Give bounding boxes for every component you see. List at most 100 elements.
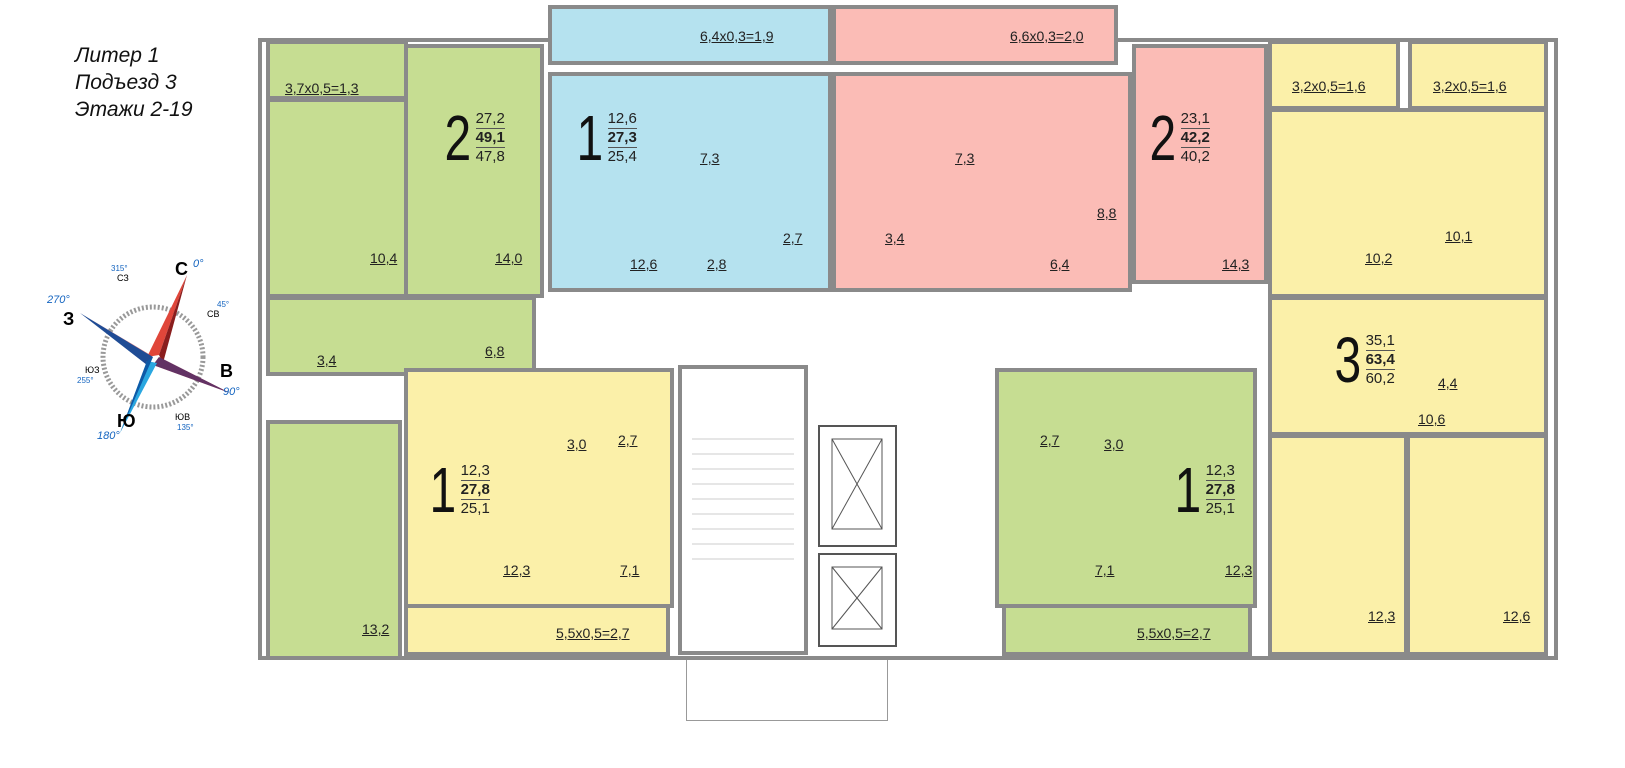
room-area-label: 13,2 bbox=[362, 621, 390, 637]
svg-text:0°: 0° bbox=[193, 258, 204, 270]
living-area: 12,3 bbox=[460, 462, 490, 481]
room-area-label: 10,2 bbox=[1365, 250, 1393, 266]
room-area-label: 7,3 bbox=[955, 150, 975, 166]
room-area-label: 7,1 bbox=[620, 562, 640, 578]
stairwell bbox=[678, 365, 808, 655]
compass-rose: С 0° В 90° Ю 180° З 270° СЗ 315° СВ 45° … bbox=[35, 245, 245, 442]
room-area-label: 2,7 bbox=[1040, 432, 1060, 448]
room-area-label: 12,6 bbox=[1503, 608, 1531, 624]
liter-label: Литер 1 bbox=[75, 44, 160, 67]
balcony-label: 3,2x0,5=1,6 bbox=[1433, 78, 1507, 94]
room-area-label: 3,4 bbox=[317, 352, 337, 368]
svg-text:СЗ: СЗ bbox=[117, 273, 129, 283]
balcony-label: 6,4x0,3=1,9 bbox=[700, 28, 774, 44]
total-area: 49,1 bbox=[475, 129, 505, 148]
apt3 bbox=[832, 72, 1132, 292]
svg-text:СВ: СВ bbox=[207, 309, 220, 319]
room-apt3 bbox=[1132, 44, 1268, 284]
balcony-label: 3,2x0,5=1,6 bbox=[1292, 78, 1366, 94]
svg-text:С: С bbox=[175, 259, 188, 279]
balcony-apt3 bbox=[832, 5, 1118, 65]
room-count: 1 bbox=[429, 454, 457, 526]
room-count: 1 bbox=[576, 102, 604, 174]
total-area: 27,8 bbox=[1205, 481, 1235, 500]
svg-text:ЮВ: ЮВ bbox=[175, 412, 190, 422]
area: 40,2 bbox=[1180, 148, 1210, 165]
kitchen-apt1 bbox=[266, 98, 408, 298]
room-area-label: 14,0 bbox=[495, 250, 523, 266]
room-count: 2 bbox=[444, 102, 472, 174]
balcony-apt4-2 bbox=[1408, 40, 1548, 110]
building-info: Литер 1 Подъезд 3 Этажи 2-19 bbox=[75, 42, 193, 123]
balcony-apt1 bbox=[266, 40, 408, 100]
svg-text:З: З bbox=[63, 309, 74, 329]
room-apt1 bbox=[404, 44, 544, 298]
room-count: 3 bbox=[1334, 324, 1362, 396]
room-area-label: 10,4 bbox=[370, 250, 398, 266]
room-area-label: 12,3 bbox=[503, 562, 531, 578]
area: 60,2 bbox=[1365, 370, 1395, 387]
svg-text:255°: 255° bbox=[77, 376, 94, 385]
room-area-label: 14,3 bbox=[1222, 256, 1250, 272]
total-area: 63,4 bbox=[1365, 351, 1395, 370]
svg-text:ЮЗ: ЮЗ bbox=[85, 365, 100, 375]
elevator-icon bbox=[831, 438, 883, 530]
svg-text:В: В bbox=[220, 361, 233, 381]
svg-text:180°: 180° bbox=[97, 430, 120, 440]
apt4-hall bbox=[1268, 296, 1548, 436]
room-area-label: 7,3 bbox=[700, 150, 720, 166]
room-area-label: 6,8 bbox=[485, 343, 505, 359]
area: 25,4 bbox=[607, 148, 637, 165]
elevator-1 bbox=[818, 425, 897, 547]
room-count: 1 bbox=[1174, 454, 1202, 526]
floors-label: Этажи 2-19 bbox=[75, 98, 193, 121]
svg-text:Ю: Ю bbox=[117, 411, 136, 431]
balcony-apt2 bbox=[548, 5, 832, 65]
balcony-label: 5,5x0,5=2,7 bbox=[556, 625, 630, 641]
living-area: 35,1 bbox=[1365, 332, 1395, 351]
total-area: 27,3 bbox=[607, 129, 637, 148]
svg-text:315°: 315° bbox=[111, 264, 128, 273]
apt5 bbox=[404, 368, 674, 608]
room-area-label: 12,3 bbox=[1368, 608, 1396, 624]
room-area-label: 10,6 bbox=[1418, 411, 1446, 427]
elevator-icon bbox=[831, 566, 883, 630]
room-area-label: 3,0 bbox=[567, 436, 587, 452]
living-area: 27,2 bbox=[475, 110, 505, 129]
total-area: 42,2 bbox=[1180, 129, 1210, 148]
elevator-2 bbox=[818, 553, 897, 647]
compass-icon: С 0° В 90° Ю 180° З 270° СЗ 315° СВ 45° … bbox=[46, 258, 240, 442]
balcony-label: 6,6x0,3=2,0 bbox=[1010, 28, 1084, 44]
apt2 bbox=[548, 72, 832, 292]
room-area-label: 10,1 bbox=[1445, 228, 1473, 244]
hall-apt1 bbox=[266, 296, 536, 376]
room-area-label: 7,1 bbox=[1095, 562, 1115, 578]
room-area-label: 4,4 bbox=[1438, 375, 1458, 391]
room-area-label: 2,7 bbox=[618, 432, 638, 448]
room-area-label: 6,4 bbox=[1050, 256, 1070, 272]
room-area-label: 2,8 bbox=[707, 256, 727, 272]
area: 25,1 bbox=[460, 500, 490, 517]
svg-text:135°: 135° bbox=[177, 423, 194, 432]
area: 25,1 bbox=[1205, 500, 1235, 517]
room-area-label: 3,0 bbox=[1104, 436, 1124, 452]
total-area: 27,8 bbox=[460, 481, 490, 500]
svg-text:270°: 270° bbox=[46, 294, 70, 306]
room-area-label: 12,3 bbox=[1225, 562, 1253, 578]
stairs-icon bbox=[692, 438, 794, 560]
svg-text:45°: 45° bbox=[217, 300, 229, 309]
balcony-apt4-1 bbox=[1268, 40, 1400, 110]
room-area-label: 8,8 bbox=[1097, 205, 1117, 221]
room-area-label: 3,4 bbox=[885, 230, 905, 246]
room2-apt1 bbox=[266, 420, 402, 660]
svg-text:90°: 90° bbox=[223, 386, 240, 398]
apt4-room2 bbox=[1406, 434, 1548, 656]
room-area-label: 12,6 bbox=[630, 256, 658, 272]
living-area: 12,6 bbox=[607, 110, 637, 129]
